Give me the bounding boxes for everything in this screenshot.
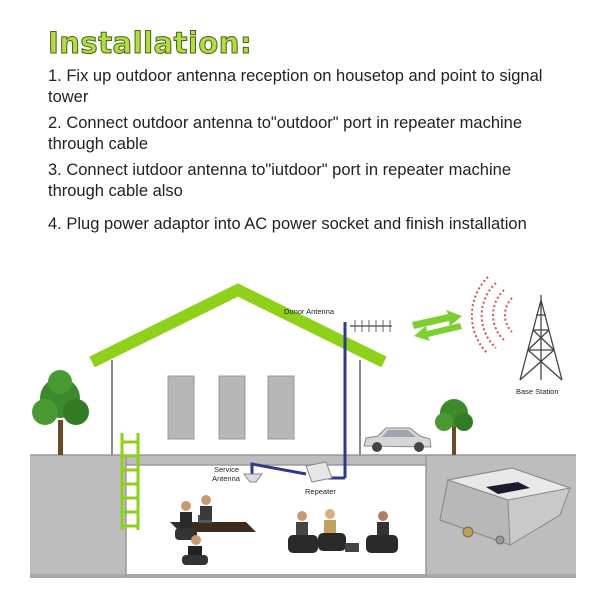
- repeater-device: [439, 467, 572, 546]
- tree-right: [435, 399, 473, 455]
- indoor-wiring: Service Antenna Repeater: [212, 461, 345, 496]
- meeting-scene-right: [288, 509, 398, 553]
- ladder: [120, 433, 140, 530]
- base-station-label: Base Station: [516, 387, 559, 396]
- donor-antenna-label: Donor Antenna: [284, 307, 335, 316]
- page-title: Installation:: [47, 26, 253, 61]
- service-antenna-label-1: Service: [214, 465, 239, 474]
- donor-antenna: Donor Antenna: [284, 307, 392, 478]
- car: [363, 427, 432, 452]
- base-station-tower: Base Station: [516, 295, 563, 396]
- step-4: 4. Plug power adaptor into AC power sock…: [48, 215, 527, 233]
- signal-waves: [470, 276, 513, 355]
- repeater-label: Repeater: [305, 487, 336, 496]
- tree-left: [32, 370, 89, 455]
- step-2: 2. Connect outdoor antenna to"outdoor" p…: [48, 114, 523, 153]
- house: [89, 283, 387, 455]
- service-antenna-label-2: Antenna: [212, 474, 241, 483]
- signal-arrows: [412, 310, 462, 341]
- office-scene-left: [170, 495, 256, 565]
- installation-steps: 1. Fix up outdoor antenna reception on h…: [48, 66, 568, 240]
- step-3: 3. Connect iutdoor antenna to"iutdoor" p…: [48, 161, 512, 200]
- step-1: 1. Fix up outdoor antenna reception on h…: [48, 67, 543, 106]
